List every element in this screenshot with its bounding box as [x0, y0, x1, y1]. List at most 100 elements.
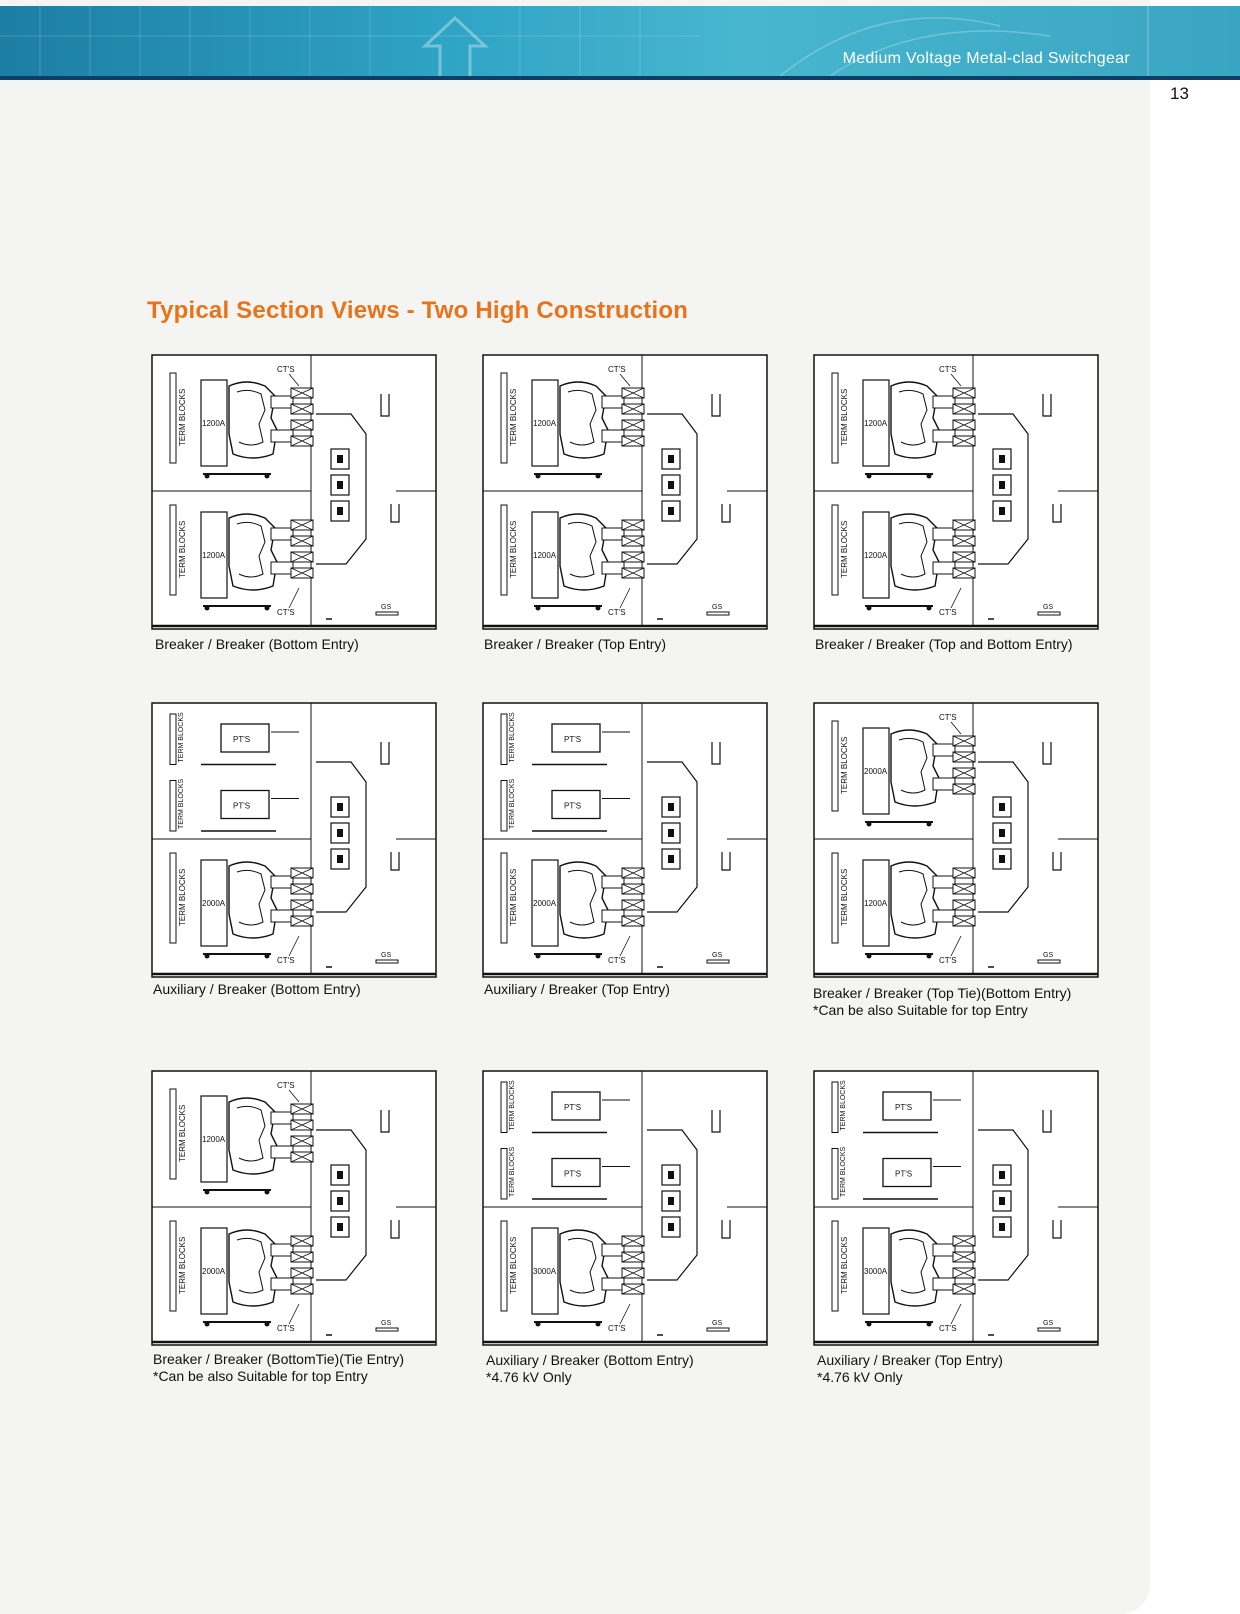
breaker-body: [890, 1229, 940, 1307]
term-blocks-label: TERM BLOCKS: [178, 1105, 187, 1162]
breaker-mechanism: [236, 521, 266, 578]
caption-text: Breaker / Breaker (Top and Bottom Entry): [815, 636, 1073, 652]
ct-cross: [290, 435, 314, 447]
upper-contact: [270, 1243, 294, 1257]
breaker-body: [228, 1229, 278, 1307]
bus-bar-core: [337, 1223, 343, 1231]
ct-cross: [621, 387, 645, 399]
upper-contact: [932, 875, 956, 889]
page-margin: [1150, 0, 1240, 1614]
breaker-mechanism: [898, 869, 928, 926]
bus-bar-core: [337, 455, 343, 463]
caption-view-8: Auxiliary / Breaker (Bottom Entry)*4.76 …: [486, 1352, 694, 1386]
enclosure-frame: [813, 1070, 1099, 1346]
term-block-strip: [831, 1220, 839, 1312]
term-blocks-label: TERM BLOCKS: [509, 1080, 516, 1131]
current-rating-label: 1200A: [202, 419, 226, 428]
ct-leader: [950, 1303, 962, 1325]
gs-label: GS: [712, 1320, 722, 1327]
ct-cross: [621, 551, 645, 563]
ct-cross: [621, 1251, 645, 1263]
pt-drawer: [551, 789, 601, 820]
term-block-strip: [831, 1148, 839, 1200]
bus-bar-core: [668, 1223, 674, 1231]
upper-contact: [270, 395, 294, 409]
upper-contact: [270, 875, 294, 889]
enclosure-frame: [482, 702, 768, 978]
ct-cross: [290, 883, 314, 895]
ct-cross: [290, 1119, 314, 1131]
cts-label: CT'S: [939, 956, 957, 965]
pt-drawer: [551, 1091, 601, 1121]
breaker-mechanism: [898, 737, 928, 794]
rating-frame: [531, 1227, 559, 1315]
ct-leader: [950, 373, 962, 387]
cable-lug: [1042, 742, 1052, 765]
ct-cross: [290, 1251, 314, 1263]
caption-text: Breaker / Breaker (Top Entry): [484, 636, 667, 652]
gs-label: GS: [381, 1320, 391, 1327]
ground-bus: [706, 1327, 730, 1332]
cable-lug: [1052, 504, 1062, 523]
term-blocks-label: TERM BLOCKS: [509, 869, 518, 926]
ground-bus: [1037, 959, 1061, 964]
cable-lug: [721, 504, 731, 523]
term-block-strip: [831, 852, 839, 944]
term-blocks-label: TERM BLOCKS: [509, 778, 516, 829]
term-blocks-label: TERM BLOCKS: [840, 1146, 847, 1197]
ct-cross: [621, 883, 645, 895]
truck-wheel: [926, 821, 932, 827]
bus-bar-core: [999, 1171, 1005, 1179]
lower-contact: [270, 1145, 294, 1159]
breaker-mechanism: [236, 1237, 266, 1294]
cts-label: CT'S: [939, 1324, 957, 1333]
ct-leader: [619, 373, 631, 387]
term-blocks-label: TERM BLOCKS: [840, 389, 849, 446]
ct-cross: [952, 1267, 976, 1279]
ct-cross: [952, 435, 976, 447]
enclosure-frame: [151, 702, 437, 978]
bus-bar-core: [337, 829, 343, 837]
rating-frame: [862, 511, 890, 599]
lower-contact: [270, 1277, 294, 1291]
upper-contact: [932, 743, 956, 757]
truck-wheel: [535, 953, 541, 959]
lower-contact: [932, 561, 956, 575]
ct-cross: [621, 899, 645, 911]
document-title: Medium Voltage Metal-clad Switchgear: [842, 50, 1130, 67]
lower-contact: [601, 429, 625, 443]
ct-cross: [952, 419, 976, 431]
caption-view-4: Auxiliary / Breaker (Bottom Entry): [153, 981, 361, 998]
term-blocks-label: TERM BLOCKS: [509, 1146, 516, 1197]
lower-contact: [932, 429, 956, 443]
cable-lug: [711, 1110, 721, 1133]
pt-drawer: [551, 1157, 601, 1188]
cts-label: CT'S: [277, 956, 295, 965]
term-block-strip: [169, 1088, 177, 1180]
truck-wheel: [535, 473, 541, 479]
caption-text: Auxiliary / Breaker (Bottom Entry): [153, 981, 361, 997]
current-rating-label: 1200A: [864, 899, 888, 908]
ct-cross: [290, 403, 314, 415]
term-blocks-label: TERM BLOCKS: [509, 712, 516, 763]
pt-drawer: [551, 723, 601, 753]
caption-text: Breaker / Breaker (Bottom Entry): [155, 636, 359, 652]
ct-leader: [288, 373, 300, 387]
lower-contact: [270, 429, 294, 443]
bus-bar-core: [999, 455, 1005, 463]
caption-view-1: Breaker / Breaker (Bottom Entry): [155, 636, 359, 653]
caption-text: Breaker / Breaker (Top Tie)(Bottom Entry…: [813, 985, 1072, 1001]
truck-wheel: [204, 1189, 210, 1195]
ct-cross: [290, 1283, 314, 1295]
cable-lug: [1042, 394, 1052, 417]
upper-contact: [601, 1243, 625, 1257]
truck-wheel: [866, 605, 872, 611]
upper-contact: [601, 875, 625, 889]
cts-label: CT'S: [277, 1081, 295, 1090]
